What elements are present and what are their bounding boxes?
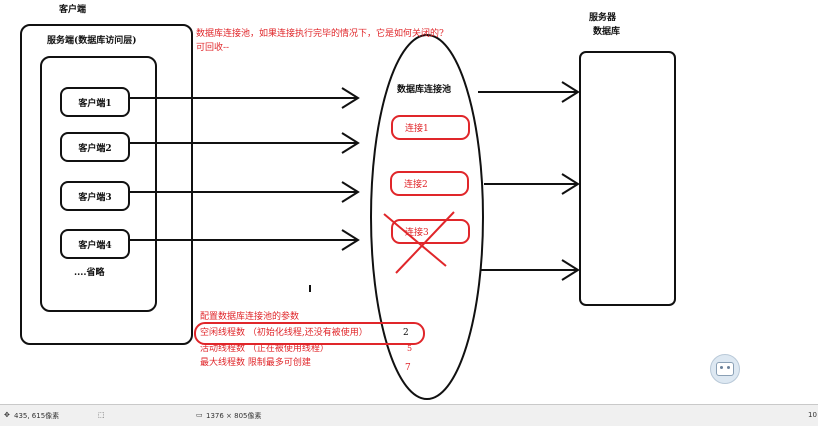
client-title: 客户端: [59, 5, 87, 15]
connection-label-1: 连接1: [405, 124, 429, 134]
client-label-3: 客户端3: [78, 192, 112, 203]
drawing-canvas[interactable]: 客户端 服务端(数据库访问层) 客户端1 客户端2 客户端3 客户端4 ....…: [0, 0, 746, 404]
param-active-threads: 活动线程数 （正在被使用线程）: [200, 344, 329, 354]
connection-pool-ellipse: [370, 34, 484, 400]
connection-box-3: 连接3: [391, 219, 470, 244]
param-active-value: 5: [407, 344, 413, 353]
param-max-value: 7: [405, 363, 411, 373]
arrowhead-pool-1: [561, 81, 580, 103]
client-label-1: 客户端1: [78, 98, 112, 109]
answer-annotation: 可回收--: [196, 43, 230, 53]
arrowhead-client3: [341, 181, 360, 203]
service-layer-frame: [40, 56, 157, 312]
param-max-threads: 最大线程数 限制最多可创建: [200, 358, 311, 368]
highlight-oval: [194, 322, 425, 345]
client-box-2: 客户端2: [60, 132, 130, 162]
pool-to-server-arrows: [478, 81, 580, 281]
database-title: 数据库: [593, 27, 621, 37]
cursor-position: 435, 615像素: [14, 412, 60, 420]
params-title: 配置数据库连接池的参数: [200, 312, 300, 322]
connection-box-1: 连接1: [391, 115, 470, 140]
question-annotation: 数据库连接池，如果连接执行完毕的情况下，它是如何关闭的?: [196, 29, 444, 39]
service-layer-label: 服务端(数据库访问层): [47, 36, 137, 46]
arrowhead-client2: [341, 132, 360, 154]
canvas-gutter: [745, 0, 818, 404]
zoom-level[interactable]: 10: [808, 411, 817, 419]
client-label-2: 客户端2: [78, 143, 112, 154]
database-box: [579, 51, 676, 306]
selection-size-icon: ⬚: [98, 411, 105, 419]
arrowhead-pool-2: [561, 173, 580, 195]
assistant-robot-icon[interactable]: [710, 354, 740, 384]
client-label-4: 客户端4: [78, 240, 112, 251]
connection-label-2: 连接2: [404, 180, 428, 190]
pool-label: 数据库连接池: [397, 85, 452, 95]
arrowhead-pool-3: [561, 259, 580, 281]
server-title: 服务器: [589, 13, 617, 23]
client-box-4: 客户端4: [60, 229, 130, 259]
clients-more-label: ....省略: [74, 268, 105, 278]
arrowhead-client1: [341, 87, 360, 109]
client-container-frame: [20, 24, 193, 345]
status-bar: ✥ 435, 615像素 ⬚ ▭ 1376 × 805像素 10: [0, 404, 818, 426]
canvas-size: 1376 × 805像素: [206, 412, 262, 420]
client-to-pool-arrows: [130, 87, 360, 251]
cursor-position-icon: ✥: [4, 411, 10, 419]
param-idle-threads: 空闲线程数 （初始化线程,还没有被使用）: [200, 328, 368, 338]
connection-box-2: 连接2: [390, 171, 469, 196]
connection-label-3: 连接3: [405, 228, 429, 238]
diagram-strokes: [20, 24, 676, 400]
client-box-1: 客户端1: [60, 87, 130, 117]
arrowhead-client4: [341, 229, 360, 251]
image-size-icon: ▭: [196, 411, 203, 419]
param-idle-value: 2: [403, 328, 409, 338]
client-box-3: 客户端3: [60, 181, 130, 211]
